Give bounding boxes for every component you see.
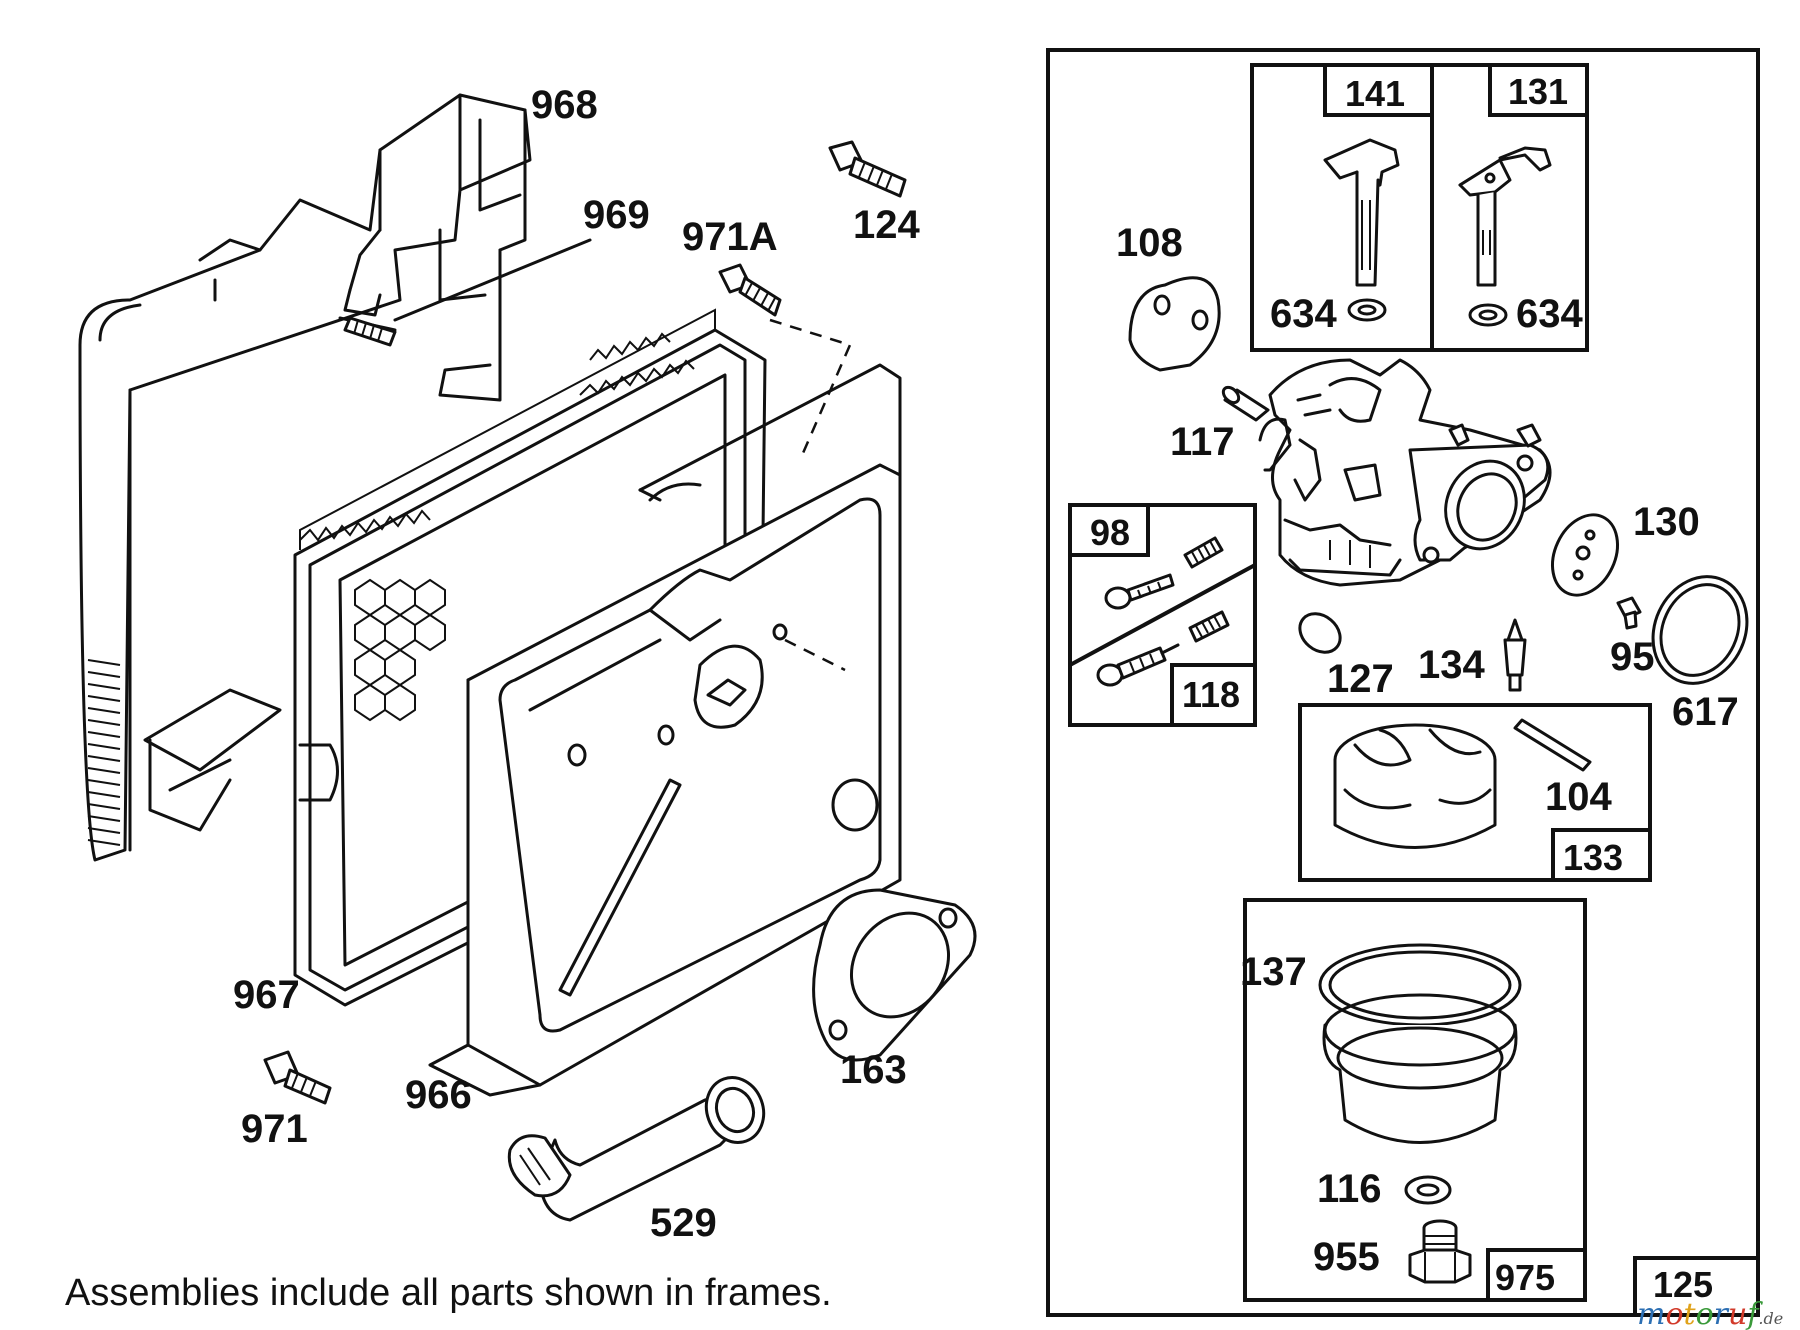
label-127: 127 [1327, 657, 1394, 701]
box-131 [1488, 63, 1589, 117]
stud-969-drawing [343, 316, 397, 347]
label-104: 104 [1545, 775, 1612, 819]
label-124: 124 [853, 203, 920, 247]
choke-shaft-131-drawing [1458, 146, 1552, 327]
leader-969 [393, 238, 592, 322]
breather-tube-529-drawing [507, 1076, 766, 1222]
gasket-130-drawing [1551, 513, 1619, 597]
plug-127-drawing [1298, 612, 1342, 654]
box-975 [1486, 1248, 1587, 1302]
choke-plate-108-drawing [1128, 276, 1221, 372]
wm-letter: r [1714, 1297, 1730, 1330]
label-137: 137 [1240, 950, 1307, 994]
wm-letter: t [1684, 1297, 1697, 1330]
part-labels: 968 969 971A 124 967 966 971 163 529 108… [233, 71, 1739, 1305]
float-133-drawing [1333, 723, 1497, 849]
label-617: 617 [1672, 690, 1739, 734]
label-95: 95 [1610, 635, 1655, 679]
footnote: Assemblies include all parts shown in fr… [65, 1272, 832, 1314]
box-98 [1068, 503, 1150, 557]
label-968: 968 [531, 83, 598, 127]
bushing-117-drawing [1221, 385, 1270, 422]
screw-98-drawing [1104, 536, 1224, 610]
label-967: 967 [233, 973, 300, 1017]
label-98: 98 [1090, 512, 1130, 553]
filter-mesh [354, 578, 446, 722]
kit-diagonal [1069, 563, 1256, 667]
carburetor-body-drawing [1258, 358, 1552, 587]
label-634-left: 634 [1270, 292, 1337, 336]
washer-116-drawing [1404, 1175, 1452, 1205]
throttle-shaft-141-drawing [1323, 138, 1400, 322]
label-118: 118 [1182, 674, 1240, 715]
label-163: 163 [840, 1048, 907, 1092]
label-971: 971 [241, 1107, 308, 1151]
label-108: 108 [1116, 221, 1183, 265]
screw-95-drawing [1616, 596, 1642, 630]
bolt-124-drawing [828, 140, 907, 198]
air-cleaner-base-drawing [78, 93, 532, 862]
label-131: 131 [1508, 71, 1568, 112]
bolt-971A-drawing [718, 263, 782, 317]
label-117: 117 [1170, 420, 1235, 464]
label-634-right: 634 [1516, 292, 1583, 336]
bowl-nut-955-drawing [1408, 1219, 1472, 1284]
float-pin-104-drawing [1513, 718, 1592, 772]
wm-letter: u [1728, 1297, 1747, 1330]
carburetor-kit-frame-125 [1046, 48, 1760, 1317]
box-133 [1551, 828, 1652, 882]
gasket-163-drawing [812, 888, 977, 1062]
label-133: 133 [1563, 837, 1623, 878]
label-529: 529 [650, 1201, 717, 1245]
watermark: motoruf.de [1637, 1297, 1783, 1330]
wm-letter: m [1637, 1297, 1665, 1330]
label-969: 969 [583, 193, 650, 237]
dashed-line-cover-hole [784, 638, 846, 672]
o-ring-617-drawing [1651, 575, 1749, 685]
label-975: 975 [1495, 1257, 1555, 1298]
box-141 [1323, 63, 1434, 117]
filter-pleats [299, 332, 695, 542]
kit-frame-98-118 [1068, 503, 1257, 727]
dashed-line-971A [769, 318, 852, 461]
bolt-971-drawing [263, 1050, 332, 1105]
label-955: 955 [1313, 1235, 1380, 1279]
base-ribs [87, 659, 121, 846]
wm-letter: o [1665, 1297, 1683, 1330]
wm-suffix: .de [1758, 1309, 1783, 1328]
label-141: 141 [1345, 73, 1405, 114]
wm-letter: o [1696, 1297, 1714, 1330]
label-971A: 971A [682, 215, 778, 259]
label-134: 134 [1418, 643, 1485, 687]
kit-frame-975 [1243, 898, 1587, 1302]
needle-118-drawing [1096, 610, 1230, 687]
label-130: 130 [1633, 500, 1700, 544]
kit-frame-133 [1298, 703, 1652, 882]
label-966: 966 [405, 1073, 472, 1117]
box-118 [1170, 663, 1257, 727]
box-125 [1633, 1256, 1760, 1317]
inlet-needle-134-drawing [1503, 618, 1527, 692]
float-bowl-137-drawing [1318, 943, 1522, 1144]
air-cleaner-cover-drawing [428, 363, 902, 1097]
label-125: 125 [1653, 1264, 1713, 1305]
label-116: 116 [1317, 1167, 1382, 1211]
